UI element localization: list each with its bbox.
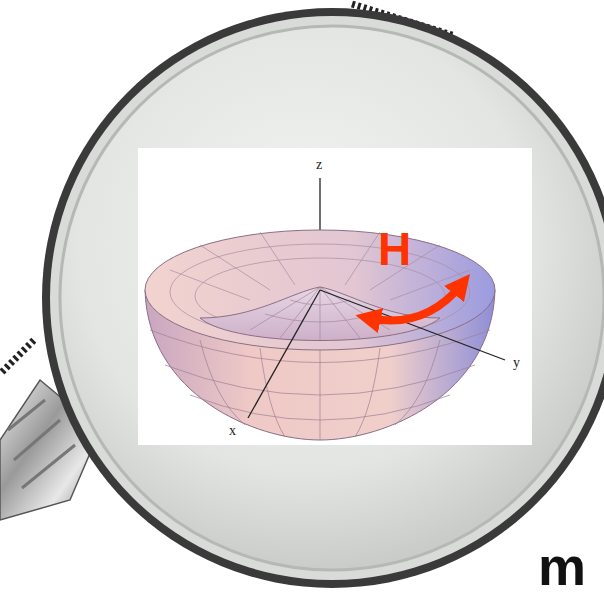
field-label: H bbox=[378, 226, 411, 272]
axis-label: x bbox=[229, 424, 236, 438]
partial-word: m bbox=[538, 539, 586, 593]
axis-label: y bbox=[513, 356, 520, 370]
axis-label: z bbox=[316, 158, 322, 172]
